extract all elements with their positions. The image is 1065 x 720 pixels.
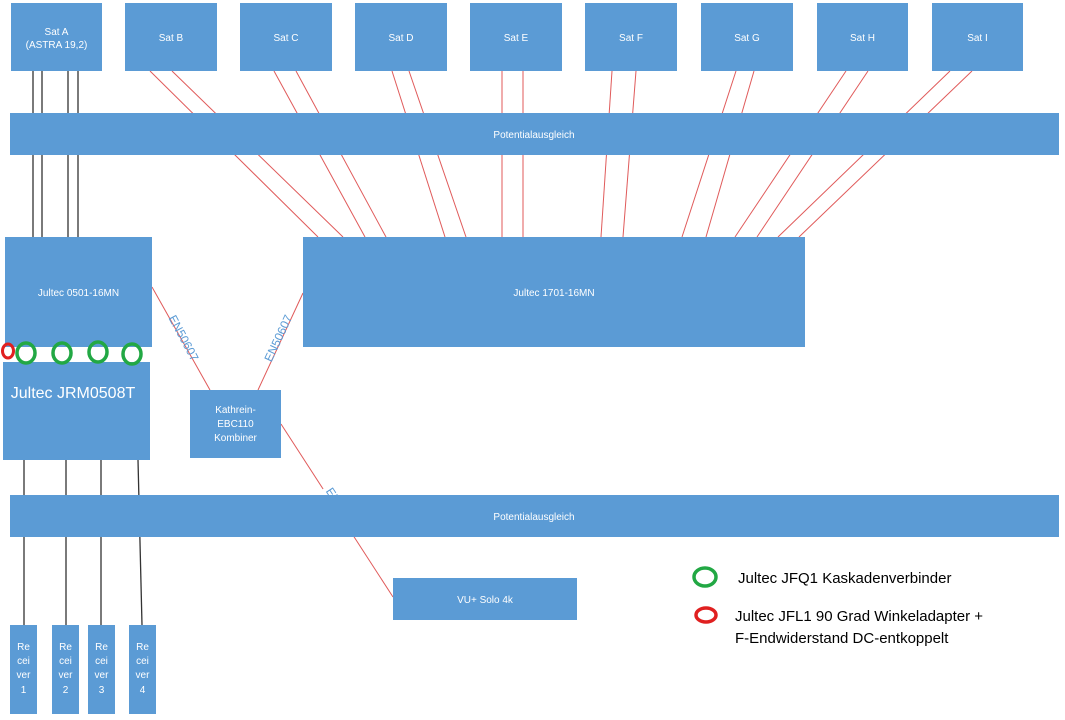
receivers: Re cei ver 1 Re cei ver 2 Re cei ver 3 R… <box>10 625 156 714</box>
terminator-ring-icon <box>1 342 15 360</box>
sat-g: Sat G <box>701 3 793 71</box>
legend: Jultec JFQ1 Kaskadenverbinder Jultec JFL… <box>692 566 983 647</box>
vu-solo-4k-label: VU+ Solo 4k <box>457 595 514 606</box>
kathrein-combiner: Kathrein- EBC110 Kombiner <box>190 390 281 458</box>
en50607-label-left: EN50607 <box>166 313 202 364</box>
receiver-3-line-1: Re <box>95 642 108 653</box>
sat-g-label: Sat G <box>734 33 760 44</box>
legend-red-ring-icon <box>694 606 718 624</box>
sat-a: Sat A (ASTRA 19,2) <box>11 3 102 71</box>
multiswitch-jrm0508t-label: Jultec JRM0508T <box>11 385 136 402</box>
legend-green-label: Jultec JFQ1 Kaskadenverbinder <box>738 570 951 587</box>
equipotential-bar-bottom: Potentialausgleich <box>10 495 1059 537</box>
multiswitch-0501: Jultec 0501-16MN <box>5 237 152 347</box>
legend-green-ring-icon <box>692 566 718 588</box>
sat-f-label: Sat F <box>619 33 643 44</box>
receiver-1-line-3: ver <box>17 670 32 681</box>
receiver-3: Re cei ver 3 <box>88 625 115 714</box>
sat-i-label: Sat I <box>967 33 988 44</box>
sat-c: Sat C <box>240 3 332 71</box>
cascade-connector-ring-icon <box>15 341 37 365</box>
satellite-row: Sat A (ASTRA 19,2) Sat B Sat C Sat D Sat… <box>11 3 1023 71</box>
receiver-4-line-4: 4 <box>140 685 146 696</box>
sat-a-label-line-1: Sat A <box>45 27 69 38</box>
sat-b: Sat B <box>125 3 217 71</box>
receiver-3-line-2: cei <box>95 656 108 667</box>
receiver-1-line-4: 1 <box>21 685 27 696</box>
combiner-label-line-3: Kombiner <box>214 433 257 444</box>
receiver-cables <box>23 459 143 626</box>
sat-a-label-line-2: (ASTRA 19,2) <box>26 40 88 51</box>
receiver-1-line-1: Re <box>17 642 30 653</box>
sat-b-label: Sat B <box>159 33 184 44</box>
cascade-connector-ring-icon <box>121 342 143 366</box>
receiver-2-line-2: cei <box>59 656 72 667</box>
receiver-2-line-1: Re <box>59 642 72 653</box>
cascade-connector-ring-icon <box>87 340 109 364</box>
receiver-4-line-1: Re <box>136 642 149 653</box>
receiver-4-line-3: ver <box>136 670 151 681</box>
receiver-3-line-4: 3 <box>99 685 105 696</box>
receiver-2-line-3: ver <box>59 670 74 681</box>
sat-e: Sat E <box>470 3 562 71</box>
sat-h: Sat H <box>817 3 908 71</box>
equipotential-bar-top-label: Potentialausgleich <box>493 130 574 141</box>
legend-red-label-line-1: Jultec JFL1 90 Grad Winkeladapter + <box>735 608 983 625</box>
multiswitch-jrm0508t: Jultec JRM0508T <box>3 362 150 460</box>
receiver-1-line-2: cei <box>17 656 30 667</box>
sat-h-label: Sat H <box>850 33 875 44</box>
sat-d-label: Sat D <box>388 33 413 44</box>
receiver-4-line-2: cei <box>136 656 149 667</box>
cascade-connectors <box>1 340 143 366</box>
combiner-label-line-2: EBC110 <box>217 419 254 430</box>
equipotential-bar-top: Potentialausgleich <box>10 113 1059 155</box>
multiswitch-1701-label: Jultec 1701-16MN <box>513 288 594 299</box>
receiver-2: Re cei ver 2 <box>52 625 79 714</box>
equipotential-bar-bottom-label: Potentialausgleich <box>493 512 574 523</box>
receiver-1: Re cei ver 1 <box>10 625 37 714</box>
receiver-4: Re cei ver 4 <box>129 625 156 714</box>
sat-c-label: Sat C <box>273 33 298 44</box>
vu-solo-4k: VU+ Solo 4k <box>393 578 577 620</box>
receiver-2-line-4: 2 <box>63 685 69 696</box>
sat-e-label: Sat E <box>504 33 529 44</box>
combiner-label-line-1: Kathrein- <box>215 405 256 416</box>
legend-red-label-line-2: F-Endwiderstand DC-entkoppelt <box>735 630 949 647</box>
sat-i: Sat I <box>932 3 1023 71</box>
en50607-label-middle: EN50607 <box>261 312 295 364</box>
sat-f: Sat F <box>585 3 677 71</box>
multiswitch-1701: Jultec 1701-16MN <box>303 237 805 347</box>
receiver-3-line-3: ver <box>95 670 110 681</box>
cascade-connector-ring-icon <box>51 341 73 365</box>
sat-d: Sat D <box>355 3 447 71</box>
multiswitch-0501-label: Jultec 0501-16MN <box>38 288 119 299</box>
